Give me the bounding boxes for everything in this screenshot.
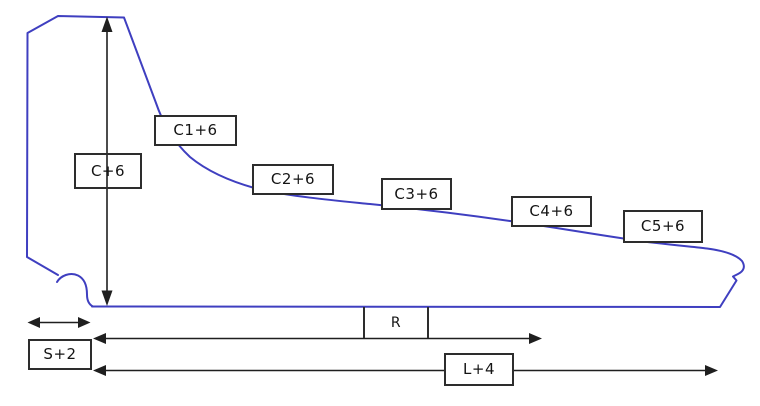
arrowhead-up-icon <box>101 16 113 32</box>
arrowhead-right-icon <box>705 365 718 376</box>
label-box-c2: C2+6 <box>252 164 334 195</box>
s-dimension-arrow <box>27 317 91 328</box>
label-box-c5: C5+6 <box>623 210 703 243</box>
label-box-c3: C3+6 <box>381 178 452 210</box>
l-dimension-arrow <box>93 365 718 376</box>
label-box-c-height: C+6 <box>74 153 142 189</box>
label-box-r: R <box>363 307 429 338</box>
arrowhead-right-icon <box>529 333 542 344</box>
label-box-l: L+4 <box>444 353 514 386</box>
arrowhead-left-icon <box>27 317 40 328</box>
label-box-c1: C1+6 <box>154 115 237 146</box>
profile-outline <box>26 15 745 308</box>
arrowhead-down-icon <box>101 290 113 306</box>
label-box-c4: C4+6 <box>511 196 592 227</box>
arrowhead-left-icon <box>93 365 106 376</box>
label-box-s: S+2 <box>28 339 92 370</box>
arrowhead-left-icon <box>93 333 106 344</box>
vertical-dimension-arrow <box>101 16 113 306</box>
heel-curl-outline <box>56 272 94 308</box>
arrowhead-right-icon <box>78 317 91 328</box>
r-dimension-arrow <box>93 333 542 344</box>
